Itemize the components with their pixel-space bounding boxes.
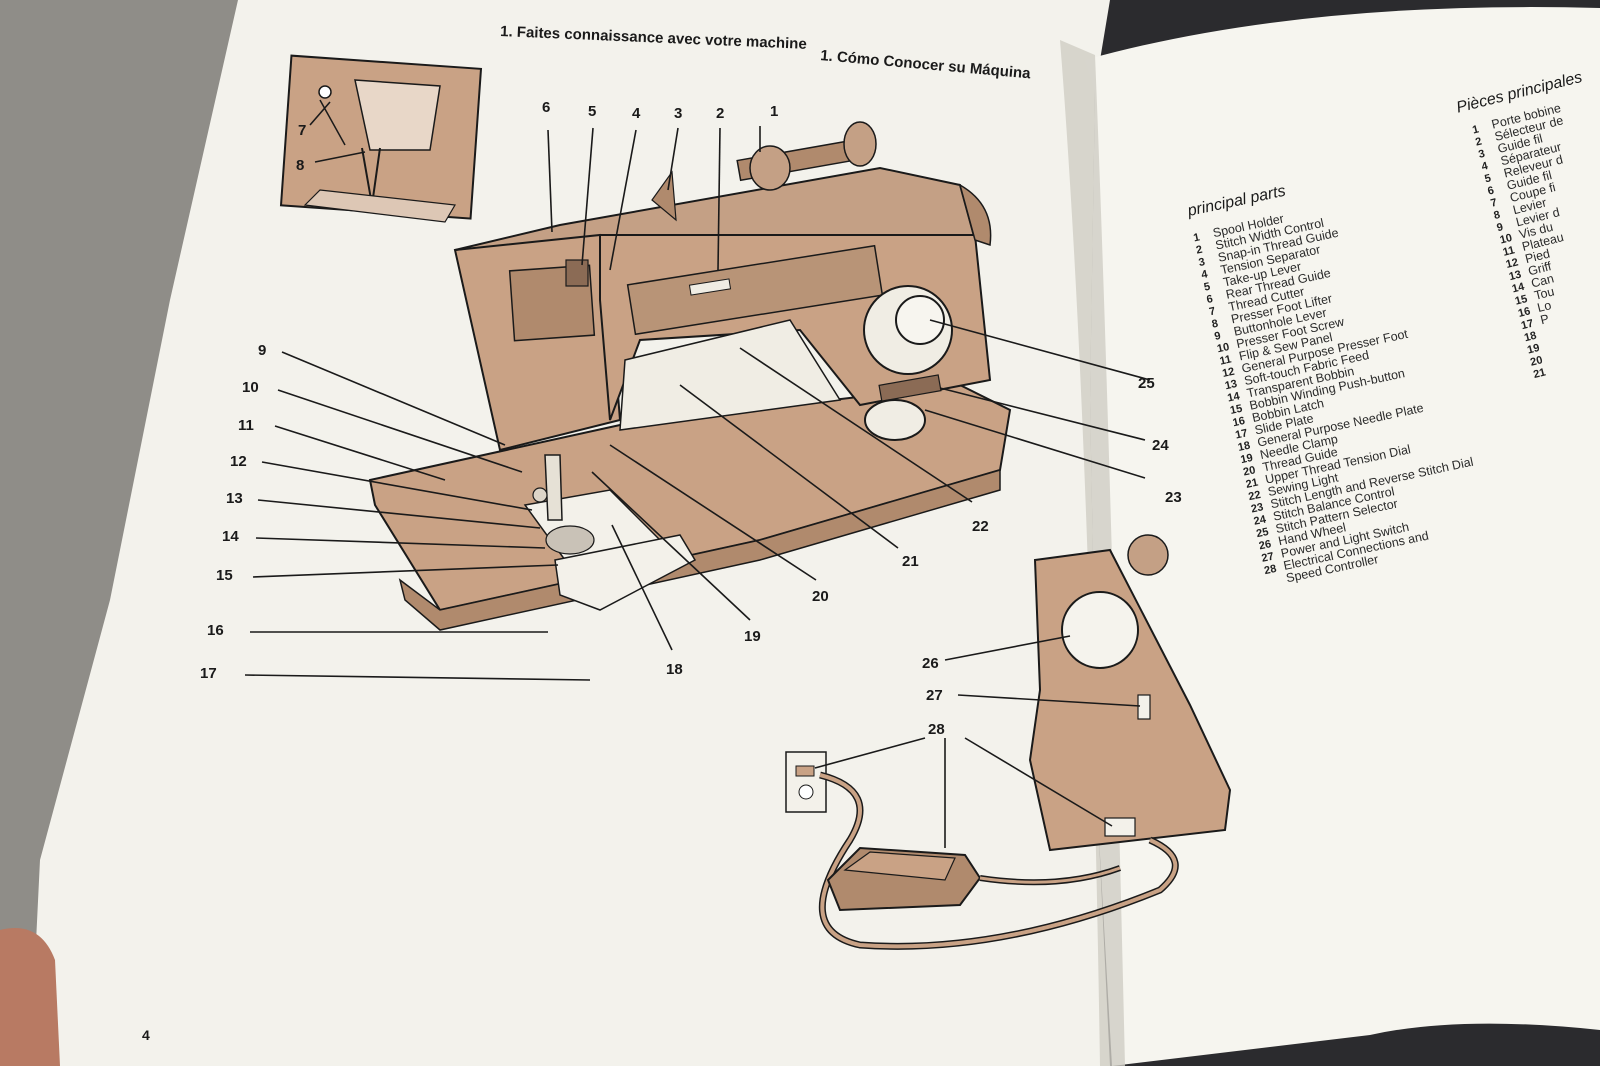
- callout-2: 2: [716, 105, 724, 122]
- callout-25: 25: [1138, 375, 1155, 392]
- part-number: 9: [1496, 221, 1505, 234]
- callout-5: 5: [588, 103, 596, 120]
- callout-4: 4: [632, 105, 641, 122]
- callout-14: 14: [222, 528, 239, 545]
- part-label: Tou: [1533, 284, 1556, 302]
- callout-6: 6: [542, 99, 550, 116]
- part-number: 7: [1489, 197, 1498, 210]
- callout-15: 15: [216, 567, 233, 584]
- part-number: 28: [1263, 563, 1277, 577]
- part-number: 19: [1526, 342, 1541, 357]
- part-number: 3: [1477, 148, 1486, 161]
- part-label: Pied: [1524, 246, 1552, 266]
- callout-8: 8: [296, 157, 304, 174]
- part-number: 6: [1205, 293, 1213, 306]
- part-number: 5: [1203, 281, 1211, 294]
- callout-23: 23: [1165, 489, 1182, 506]
- part-number: 14: [1511, 281, 1527, 296]
- part-number: 15: [1514, 293, 1529, 308]
- part-number: 13: [1508, 269, 1523, 284]
- part-number: 26: [1258, 538, 1272, 552]
- callout-1: 1: [770, 103, 778, 120]
- part-number: 6: [1486, 184, 1495, 197]
- part-number: 19: [1240, 452, 1254, 466]
- part-number: 9: [1213, 330, 1221, 343]
- part-number: 13: [1224, 378, 1238, 392]
- callout-17: 17: [200, 665, 217, 682]
- callout-21: 21: [902, 553, 919, 570]
- part-number: 17: [1234, 427, 1248, 441]
- part-number: 8: [1211, 318, 1219, 331]
- callout-20: 20: [812, 588, 829, 605]
- part-number: 15: [1229, 403, 1243, 417]
- callout-11: 11: [238, 417, 254, 434]
- part-number: 7: [1208, 305, 1216, 318]
- part-number: 23: [1250, 501, 1264, 515]
- page-number: 4: [142, 1027, 150, 1043]
- callout-7: 7: [298, 122, 306, 139]
- callout-18: 18: [666, 661, 683, 678]
- part-number: 2: [1195, 244, 1203, 257]
- part-number: 11: [1502, 244, 1516, 258]
- callout-numbers: 1 2 3 4 5 6 7 8 9 10 11 12 13 14 15 16 1…: [200, 99, 1182, 738]
- part-number: 20: [1529, 354, 1544, 369]
- part-number: 5: [1483, 172, 1492, 185]
- part-number: 14: [1226, 390, 1241, 404]
- part-label: Lo: [1536, 298, 1553, 315]
- callout-28: 28: [928, 721, 945, 738]
- part-number: 12: [1505, 256, 1520, 271]
- part-number: 8: [1493, 209, 1502, 222]
- part-number: 1: [1192, 231, 1200, 244]
- callout-3: 3: [674, 105, 682, 122]
- callout-24: 24: [1152, 437, 1169, 454]
- callout-19: 19: [744, 628, 761, 645]
- part-number: 10: [1499, 232, 1514, 247]
- callout-leader-lines: [244, 101, 1151, 848]
- part-number: 12: [1221, 366, 1235, 380]
- callout-16: 16: [207, 622, 224, 639]
- callout-12: 12: [230, 453, 247, 470]
- callout-10: 10: [242, 379, 259, 396]
- part-number: 25: [1255, 526, 1269, 540]
- part-number: 24: [1253, 513, 1268, 527]
- part-label: Griff: [1527, 259, 1554, 278]
- callout-26: 26: [922, 655, 939, 672]
- thumb: [0, 928, 60, 1066]
- part-number: 17: [1520, 317, 1535, 332]
- part-number: 20: [1242, 464, 1256, 478]
- part-label: Can: [1530, 271, 1556, 290]
- part-label: P: [1539, 312, 1550, 328]
- part-number: 4: [1480, 160, 1490, 173]
- inset-presser-foot-illustration: [279, 54, 483, 223]
- part-number: 16: [1517, 305, 1532, 320]
- part-number: 18: [1523, 330, 1538, 345]
- part-number: 18: [1237, 440, 1251, 454]
- part-number: 1: [1471, 123, 1480, 136]
- part-number: 2: [1474, 136, 1483, 149]
- part-number: 27: [1260, 551, 1274, 565]
- callout-22: 22: [972, 518, 989, 535]
- callout-27: 27: [926, 687, 943, 704]
- callout-9: 9: [258, 342, 266, 359]
- callout-13: 13: [226, 490, 243, 507]
- part-number: 21: [1532, 366, 1547, 381]
- part-number: 4: [1200, 268, 1209, 281]
- part-number: 3: [1198, 256, 1206, 269]
- part-number: 10: [1216, 341, 1230, 355]
- speed-controller-illustration: [785, 534, 1232, 950]
- part-number: 16: [1232, 415, 1246, 429]
- part-number: 21: [1245, 477, 1259, 491]
- part-number: 22: [1247, 489, 1261, 503]
- part-number: 11: [1219, 353, 1233, 367]
